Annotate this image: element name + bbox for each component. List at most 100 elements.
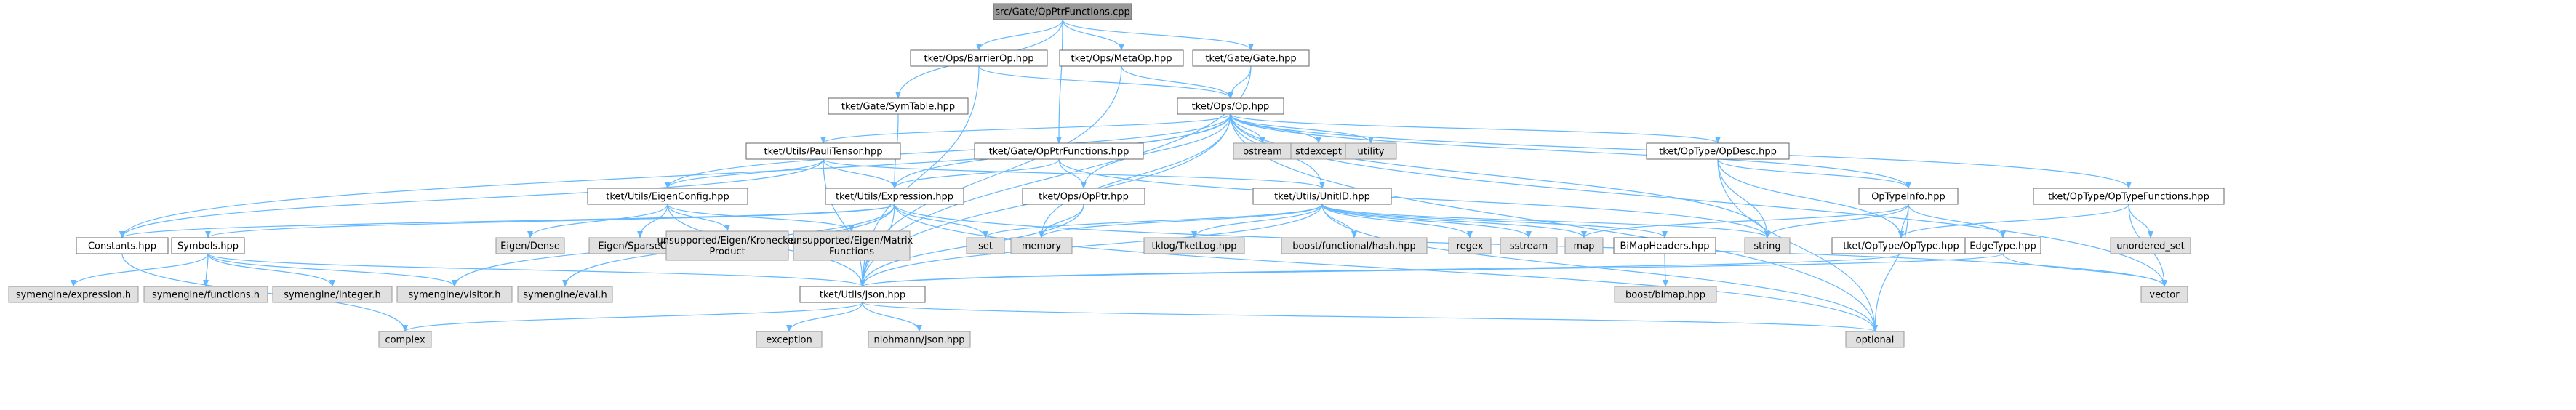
node-label: tket/OpType/OpDesc.hpp	[1659, 147, 1777, 158]
node-op-type-info[interactable]: OpTypeInfo.hpp	[1858, 188, 1959, 205]
node-box	[665, 230, 789, 261]
node-label: tket/Ops/OpPtr.hpp	[1039, 192, 1129, 203]
node-box	[517, 286, 613, 303]
node-utility: utility	[1345, 142, 1397, 160]
node-label: tket/Ops/Op.hpp	[1192, 102, 1270, 113]
node-op-type-hpp[interactable]: tket/OpType/OpType.hpp	[1831, 237, 1971, 254]
node-label: tket/Utils/EigenConfig.hpp	[606, 192, 729, 203]
edge-op_desc-to-op_type_info	[1717, 158, 1911, 189]
node-memory: memory	[1010, 237, 1073, 254]
node-optional: optional	[1845, 331, 1905, 348]
node-barrier-op[interactable]: tket/Ops/BarrierOp.hpp	[910, 49, 1048, 67]
edge-op_hpp-to-utility	[1230, 113, 1374, 144]
node-json-hpp[interactable]: tket/Utils/Json.hpp	[799, 286, 926, 303]
node-box	[272, 286, 393, 303]
node-sym-visitor: symengine/visitor.h	[396, 286, 513, 303]
node-label: string	[1753, 241, 1780, 252]
node-box	[2033, 188, 2225, 205]
edge-expression-to-optional	[894, 204, 1878, 332]
node-op-desc[interactable]: tket/OpType/OpDesc.hpp	[1646, 142, 1790, 160]
edge-unit_id-to-memory	[1039, 204, 1323, 238]
node-box	[1345, 142, 1397, 160]
node-tklog: tklog/TketLog.hpp	[1143, 237, 1245, 254]
node-label: BiMapHeaders.hpp	[1620, 241, 1710, 252]
node-set: set	[966, 237, 1005, 254]
node-eigen-sparse: Eigen/SparseCore	[588, 237, 692, 254]
node-box	[1177, 97, 1284, 115]
node-sym-expression: symengine/expression.h	[8, 286, 139, 303]
node-box	[1744, 237, 1791, 254]
node-label: ostream	[1243, 147, 1282, 158]
node-box	[76, 237, 169, 254]
node-box	[2140, 286, 2188, 303]
edge-root-to-meta_op	[1062, 19, 1124, 51]
node-boost-bimap: boost/bimap.hpp	[1614, 286, 1717, 303]
node-box	[966, 237, 1005, 254]
edge-expression-to-set	[894, 204, 988, 238]
node-pauli-tensor[interactable]: tket/Utils/PauliTensor.hpp	[745, 142, 901, 160]
node-opptr-hpp[interactable]: tket/Ops/OpPtr.hpp	[1022, 188, 1145, 205]
edge-op_hpp-to-memory	[1039, 113, 1231, 238]
node-label: tket/Gate/OpPtrFunctions.hpp	[989, 147, 1129, 158]
node-eigen-config[interactable]: tket/Utils/EigenConfig.hpp	[587, 188, 748, 205]
edge-op_hpp-to-eigen_config	[665, 113, 1231, 189]
node-op-hpp[interactable]: tket/Ops/Op.hpp	[1177, 97, 1284, 115]
node-symbols[interactable]: Symbols.hpp	[171, 237, 245, 254]
edge-json_hpp-to-complex	[402, 302, 863, 332]
edge-eigen_config-to-eigen_matrix	[667, 204, 855, 232]
node-label: unordered_set	[2116, 241, 2184, 252]
node-label: stdexcept	[1295, 147, 1342, 158]
node-root[interactable]: src/Gate/OpPtrFunctions.cpp	[993, 3, 1132, 20]
edge-unit_id-to-map	[1321, 204, 1587, 238]
node-box	[825, 188, 964, 205]
node-box	[1613, 237, 1716, 254]
node-label: Constants.hpp	[88, 241, 156, 252]
node-sym-functions: symengine/functions.h	[143, 286, 268, 303]
node-box	[1143, 237, 1245, 254]
node-label: unsupported/Eigen/Kronecker	[657, 236, 798, 246]
node-box	[1192, 49, 1310, 67]
node-label: Functions	[829, 246, 874, 257]
edge-pauli_tensor-to-unit_id	[823, 158, 1325, 189]
edge-op_type_info-to-string	[1764, 204, 1909, 238]
edge-eigen_config-to-eigen_dense	[527, 204, 668, 238]
node-gate-hpp[interactable]: tket/Gate/Gate.hpp	[1192, 49, 1310, 67]
edge-root-to-gate_hpp	[1062, 19, 1254, 51]
node-box	[828, 97, 969, 115]
node-unordered-set: unordered_set	[2110, 237, 2191, 254]
edge-op_type_functions-to-unordered_set	[2128, 204, 2153, 238]
node-bimap-headers[interactable]: BiMapHeaders.hpp	[1613, 237, 1716, 254]
node-sym-integer: symengine/integer.h	[272, 286, 393, 303]
edge-barrier_op-to-op_hpp	[978, 65, 1233, 99]
node-box	[1281, 237, 1428, 254]
node-opptr-functions-hpp[interactable]: tket/Gate/OpPtrFunctions.hpp	[974, 142, 1144, 160]
node-op-type-functions[interactable]: tket/OpType/OpTypeFunctions.hpp	[2033, 188, 2225, 205]
node-label: src/Gate/OpPtrFunctions.cpp	[995, 7, 1130, 18]
node-label: symengine/integer.h	[284, 290, 381, 301]
edge-symbols-to-sym_expression	[71, 253, 209, 287]
edge-unit_id-to-set	[983, 204, 1323, 238]
node-edge-type[interactable]: EdgeType.hpp	[1964, 237, 2041, 254]
node-label: OpTypeInfo.hpp	[1871, 192, 1945, 203]
node-sym-table[interactable]: tket/Gate/SymTable.hpp	[828, 97, 969, 115]
edge-op_type_hpp-to-json_hpp	[860, 253, 1902, 287]
node-box	[799, 286, 926, 303]
edge-op_hpp-to-op_desc	[1230, 113, 1721, 144]
node-label: tket/Ops/MetaOp.hpp	[1071, 54, 1172, 65]
node-box	[8, 286, 139, 303]
node-label: Eigen/Dense	[500, 241, 560, 252]
node-meta-op[interactable]: tket/Ops/MetaOp.hpp	[1059, 49, 1184, 67]
node-unit-id[interactable]: tket/Utils/UnitID.hpp	[1252, 188, 1392, 205]
node-complex: complex	[378, 331, 432, 348]
node-label: tket/OpType/OpType.hpp	[1843, 241, 1959, 252]
node-expression[interactable]: tket/Utils/Expression.hpp	[825, 188, 964, 205]
edge-pauli_tensor-to-constants	[119, 158, 824, 238]
node-label: tket/Utils/Json.hpp	[820, 290, 905, 301]
edge-op_desc-to-op_type_hpp	[1717, 158, 1904, 238]
node-box	[993, 3, 1132, 20]
node-constants[interactable]: Constants.hpp	[76, 237, 169, 254]
node-box	[171, 237, 245, 254]
node-label: EdgeType.hpp	[1969, 241, 2036, 252]
